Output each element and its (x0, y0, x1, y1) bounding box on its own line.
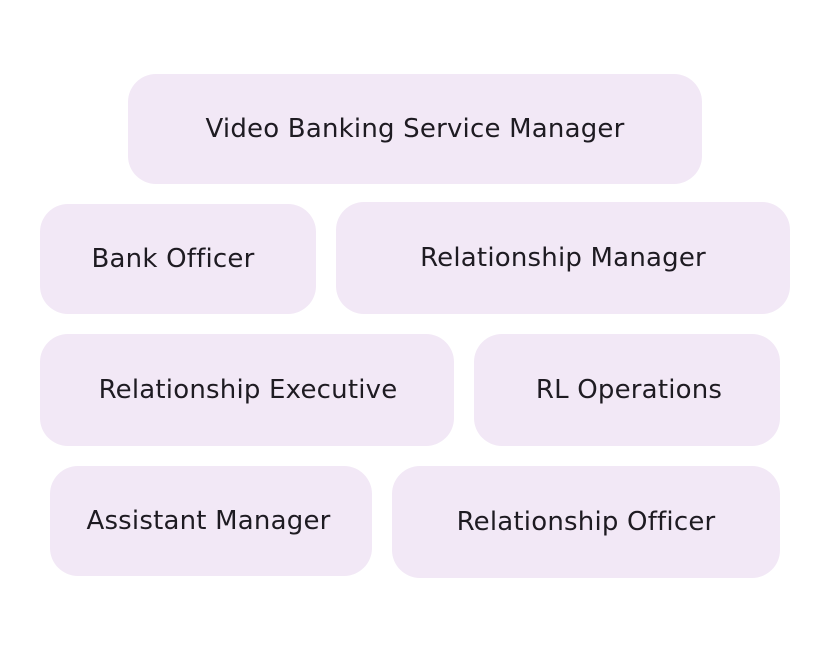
tag-chip-rl-operations[interactable]: RL Operations (474, 334, 780, 446)
tag-chip-relationship-officer[interactable]: Relationship Officer (392, 466, 780, 578)
tag-chip-assistant-manager[interactable]: Assistant Manager (50, 466, 372, 576)
tag-chip-bank-officer[interactable]: Bank Officer (40, 204, 316, 314)
tag-chip-relationship-executive[interactable]: Relationship Executive (40, 334, 454, 446)
tag-chip-relationship-manager[interactable]: Relationship Manager (336, 202, 790, 314)
tag-chip-video-banking-service-manager[interactable]: Video Banking Service Manager (128, 74, 702, 184)
